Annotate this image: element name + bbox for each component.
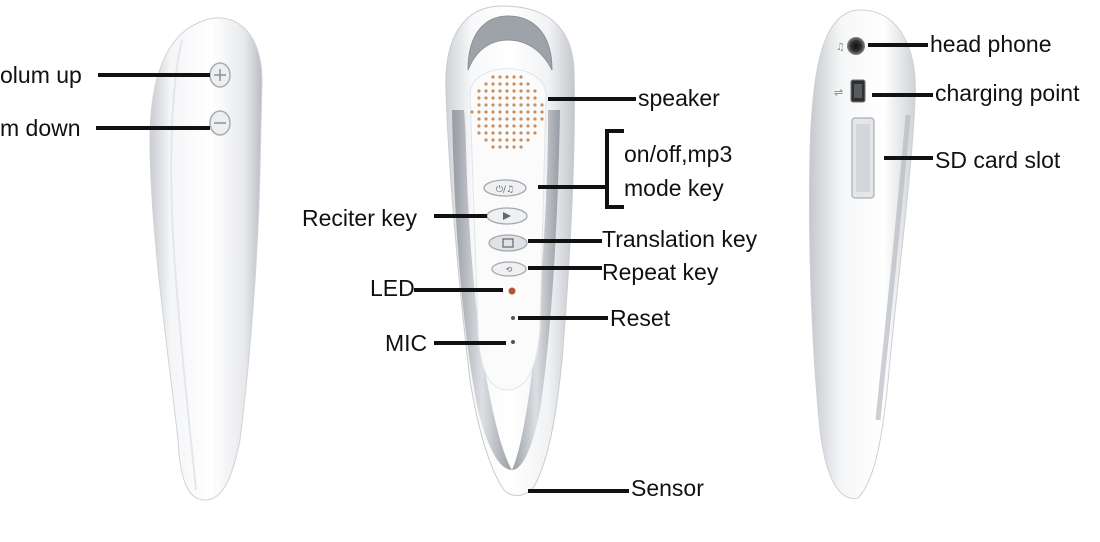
label-volume-up: olum up (0, 62, 82, 88)
label-mode-key-line1: on/off,mp3 (624, 141, 733, 167)
svg-text:♫: ♫ (836, 42, 845, 53)
label-translation-key: Translation key (602, 226, 758, 252)
repeat-button-icon[interactable]: ⟲ (491, 261, 527, 277)
led-dot (508, 287, 516, 295)
speaker-grille-icon (470, 75, 544, 149)
mode-key-bracket (538, 129, 624, 209)
headphone-jack-icon[interactable]: ♫ (836, 37, 865, 55)
translation-button-icon[interactable] (488, 234, 528, 252)
label-mic: MIC (385, 330, 428, 356)
usb-port-icon[interactable]: ⇌ (834, 79, 866, 103)
label-charging-point: charging point (935, 80, 1080, 106)
pen-left-body (149, 17, 263, 501)
power-mode-button-icon[interactable]: ⏻/♫ (483, 179, 527, 197)
label-repeat-key: Repeat key (602, 259, 719, 285)
pen-front: ⏻/♫ ⟲ (414, 5, 636, 496)
svg-text:⏻/♫: ⏻/♫ (496, 184, 514, 195)
pen-left-side (96, 17, 263, 501)
sd-slot-icon[interactable] (851, 117, 875, 199)
label-speaker: speaker (638, 85, 720, 111)
volume-up-icon[interactable] (209, 62, 231, 88)
play-button-icon[interactable] (486, 207, 528, 225)
volume-down-icon[interactable] (209, 110, 231, 136)
label-led: LED (370, 275, 415, 301)
label-sensor: Sensor (631, 475, 704, 501)
svg-text:⟲: ⟲ (506, 265, 513, 274)
mic-hole (511, 340, 515, 344)
label-reciter-key: Reciter key (302, 205, 418, 231)
reset-hole[interactable] (511, 316, 515, 320)
pen-right-side: ♫ ⇌ (808, 9, 933, 499)
label-head-phone: head phone (930, 31, 1052, 57)
svg-text:⇌: ⇌ (834, 86, 843, 99)
pen-right-body (808, 9, 916, 499)
label-sd-card-slot: SD card slot (935, 147, 1061, 173)
label-mode-key-line2: mode key (624, 175, 724, 201)
label-volume-down: m down (0, 115, 81, 141)
label-reset: Reset (610, 305, 671, 331)
